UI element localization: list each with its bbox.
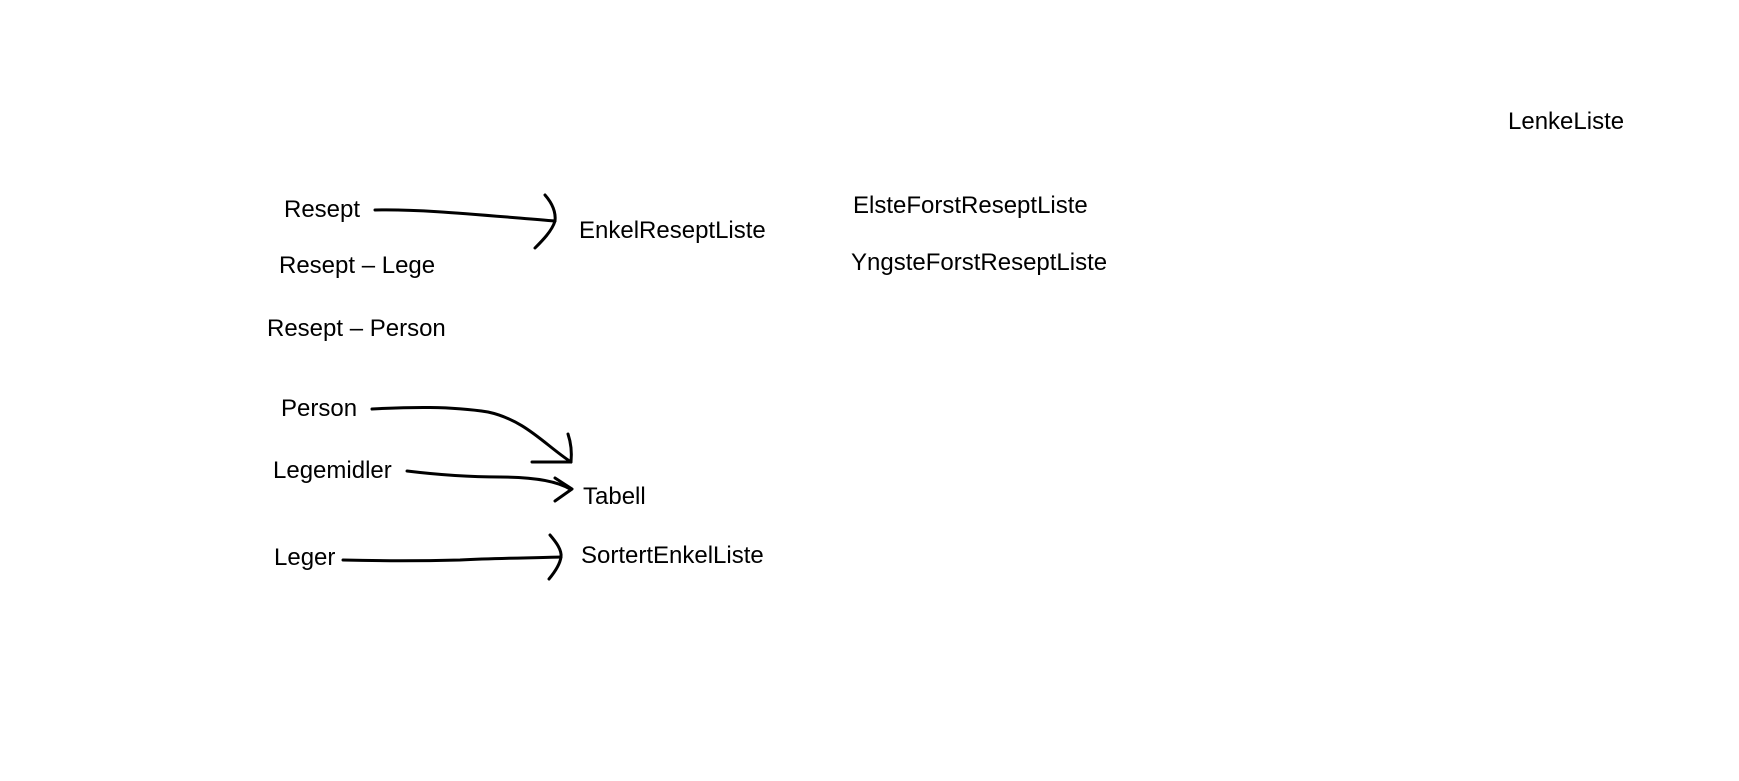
label-person: Person (281, 395, 358, 422)
arrow-person-to-tabell-head (530, 432, 573, 464)
label-resept-person: Resept – Person (267, 315, 446, 342)
label-yngsteforstreseptliste: YngsteForstReseptListe (851, 249, 1108, 276)
arrow-legemidler-to-tabell-head (553, 476, 574, 503)
arrow-person-to-tabell-shaft (370, 405, 573, 464)
label-leger: Leger (274, 544, 336, 571)
arrow-leger-to-sortertenkelliste-shaft (341, 555, 563, 563)
arrow-resept-to-enkelreseptliste-shaft (373, 208, 557, 223)
label-lenkeliste: LenkeListe (1508, 108, 1625, 135)
label-enkelreseptliste: EnkelReseptListe (579, 217, 766, 244)
arrow-legemidler-to-tabell-shaft (405, 469, 572, 491)
label-resept: Resept (284, 196, 361, 223)
label-resept-lege: Resept – Lege (279, 252, 436, 279)
label-sortertenkelliste: SortertEnkelListe (581, 542, 764, 569)
label-legemidler: Legemidler (273, 457, 392, 484)
label-tabell: Tabell (583, 483, 646, 510)
label-elsteforstreseptliste: ElsteForstReseptListe (853, 192, 1088, 219)
arrow-resept-to-enkelreseptliste-head (533, 193, 557, 250)
arrow-leger-to-sortertenkelliste-head (547, 533, 563, 581)
